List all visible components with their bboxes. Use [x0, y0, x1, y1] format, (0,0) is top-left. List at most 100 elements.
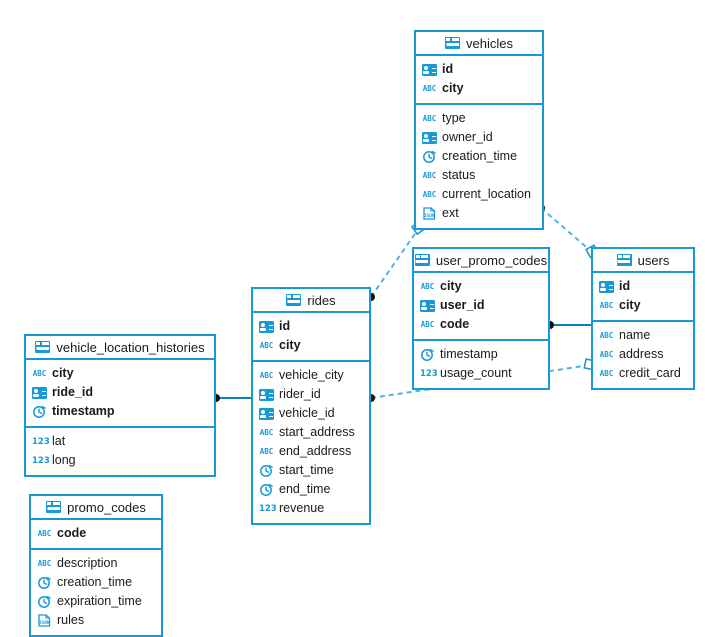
table-header[interactable]: users [593, 249, 693, 273]
primary-key-row[interactable]: timestamp [32, 402, 208, 421]
relationship-vehicle_location_histories-to-rides[interactable] [212, 394, 251, 402]
table-title: rides [307, 292, 336, 308]
column-label: long [52, 453, 76, 468]
column-row[interactable]: ABC credit_card [599, 364, 687, 383]
column-row[interactable]: JSON ext [422, 204, 536, 223]
table-header[interactable]: vehicle_location_histories [26, 336, 214, 360]
primary-key-row[interactable]: id [422, 60, 536, 79]
column-label: credit_card [619, 366, 681, 381]
column-label: creation_time [57, 575, 133, 590]
column-row[interactable]: ABC type [422, 109, 536, 128]
abc-string-icon: ABC [599, 368, 614, 378]
table-title: users [637, 252, 670, 268]
column-row[interactable]: start_time [259, 461, 363, 480]
column-label: expiration_time [57, 594, 142, 609]
table-header[interactable]: user_promo_codes [414, 249, 548, 273]
column-label: end_address [279, 444, 352, 459]
column-row[interactable]: creation_time [422, 147, 536, 166]
column-row[interactable]: end_time [259, 480, 363, 499]
123-number-icon: 123 [32, 436, 50, 447]
column-row[interactable]: owner_id [422, 128, 536, 147]
id-card-icon [422, 63, 437, 76]
relationship-user_promo_codes-to-users[interactable] [546, 321, 591, 329]
primary-key-label: code [57, 526, 87, 541]
column-label: usage_count [440, 366, 512, 381]
column-row[interactable]: expiration_time [37, 592, 155, 611]
column-label: creation_time [442, 149, 518, 164]
abc-string-icon: ABC [599, 349, 614, 359]
column-label: rider_id [279, 387, 321, 402]
clock-icon [259, 483, 274, 496]
primary-key-row[interactable]: ABC city [599, 296, 687, 315]
column-label: type [442, 111, 466, 126]
primary-key-row[interactable]: ABC code [37, 524, 155, 543]
primary-key-row[interactable]: id [259, 317, 363, 336]
column-label: status [442, 168, 476, 183]
table-title: promo_codes [67, 499, 146, 515]
abc-string-icon: ABC [599, 330, 614, 340]
123-number-icon: 123 [259, 503, 277, 514]
column-label: vehicle_id [279, 406, 335, 421]
column-row[interactable]: creation_time [37, 573, 155, 592]
123-number-icon: 123 [420, 368, 438, 379]
table-title: vehicle_location_histories [56, 339, 205, 355]
column-label: ext [442, 206, 459, 221]
table-title: vehicles [466, 35, 513, 51]
column-label: end_time [279, 482, 331, 497]
clock-icon [32, 405, 47, 418]
abc-string-icon: ABC [599, 300, 614, 310]
table-header[interactable]: promo_codes [31, 496, 161, 520]
primary-key-label: id [619, 279, 631, 294]
table-grid-icon [616, 254, 632, 266]
table-grid-icon [35, 341, 51, 353]
json-document-icon: JSON [422, 207, 437, 220]
column-label: start_address [279, 425, 355, 440]
123-number-icon: 123 [32, 455, 50, 466]
id-card-icon [422, 131, 437, 144]
column-row[interactable]: rider_id [259, 385, 363, 404]
abc-string-icon: ABC [37, 528, 52, 538]
primary-key-row[interactable]: user_id [420, 296, 542, 315]
table-header[interactable]: vehicles [416, 32, 542, 56]
table-grid-icon [286, 294, 302, 306]
primary-key-row[interactable]: id [599, 277, 687, 296]
abc-string-icon: ABC [422, 113, 437, 123]
primary-key-row[interactable]: ride_id [32, 383, 208, 402]
column-row[interactable]: vehicle_id [259, 404, 363, 423]
table-grid-icon [414, 254, 430, 266]
table-header[interactable]: rides [253, 289, 369, 313]
column-row[interactable]: timestamp [420, 345, 542, 364]
primary-key-label: city [619, 298, 641, 313]
table-title: user_promo_codes [435, 252, 548, 268]
column-label: description [57, 556, 118, 571]
clock-icon [422, 150, 437, 163]
